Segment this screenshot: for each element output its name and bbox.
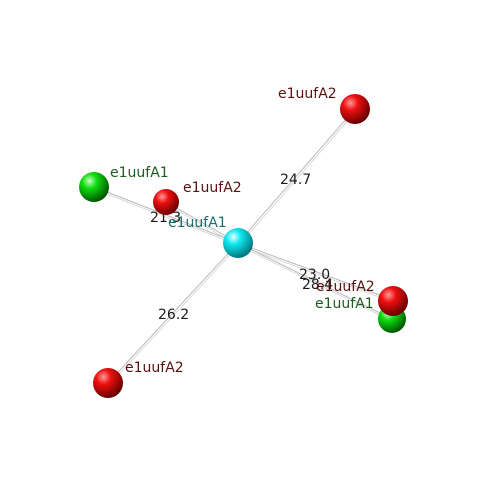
distance-label-a3: 21.3 [150,210,181,226]
atom-label-a1: e1uufA2 [278,86,337,102]
distance-labels: 24.7 21.3 23.0 28.4 26.2 [150,172,333,323]
atom-label-a6: e1uufA2 [125,360,184,376]
atom-label-a2: e1uufA1 [110,165,169,181]
distance-label-a6: 26.2 [158,307,189,323]
atom-labels: e1uufA2 e1uufA1 e1uufA2 e1uufA1 e1uufA2 … [110,86,375,376]
distance-label-a1: 24.7 [280,172,311,188]
atom-label-center: e1uufA1 [168,215,227,231]
distance-label-a5: 28.4 [302,277,333,293]
atoms [79,94,408,398]
atom-label-a4: e1uufA2 [316,279,375,295]
bond-a6 [107,242,241,385]
atom-center [223,228,253,258]
bond-a5 [237,242,393,322]
atom-label-a3: e1uufA2 [183,180,242,196]
bond-a4 [237,242,394,303]
distance-label-a4: 23.0 [299,267,330,283]
bond-a1 [237,108,358,245]
atom-label-a5: e1uufA1 [315,296,374,312]
atom-a3 [153,189,179,215]
atom-a6 [93,368,123,398]
atom-a2 [79,172,109,202]
atom-a1 [340,94,370,124]
atom-a4 [378,286,408,316]
